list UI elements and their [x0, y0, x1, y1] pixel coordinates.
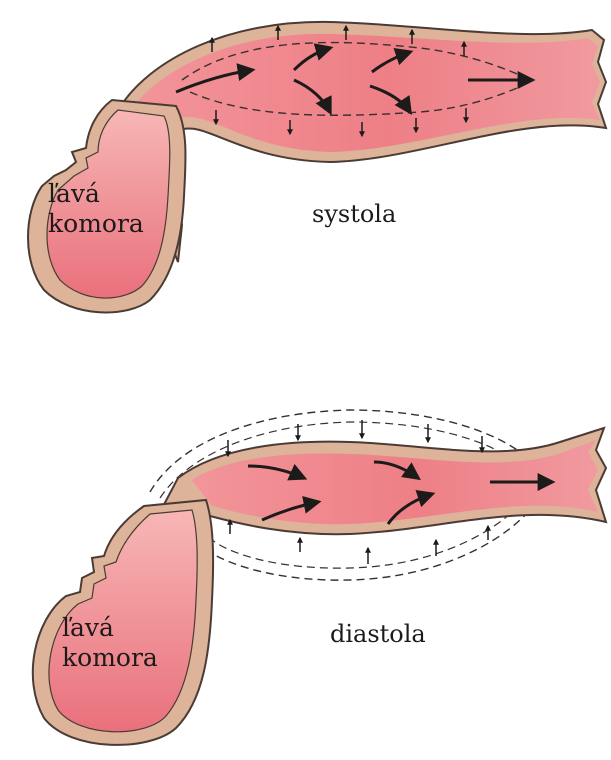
diastole-phase-label: diastola	[330, 620, 426, 648]
systole-ventricle-label-line1: ľavá	[48, 179, 100, 208]
systole-ventricle-label-line2: komora	[48, 209, 144, 238]
diastole-panel: ľavá komora diastola	[33, 410, 606, 745]
systole-panel: ľavá komora systola	[28, 22, 606, 313]
diastole-ventricle-label-line2: komora	[62, 643, 158, 672]
systole-phase-label: systola	[312, 200, 396, 228]
diastole-ventricle-label-line1: ľavá	[62, 613, 114, 642]
